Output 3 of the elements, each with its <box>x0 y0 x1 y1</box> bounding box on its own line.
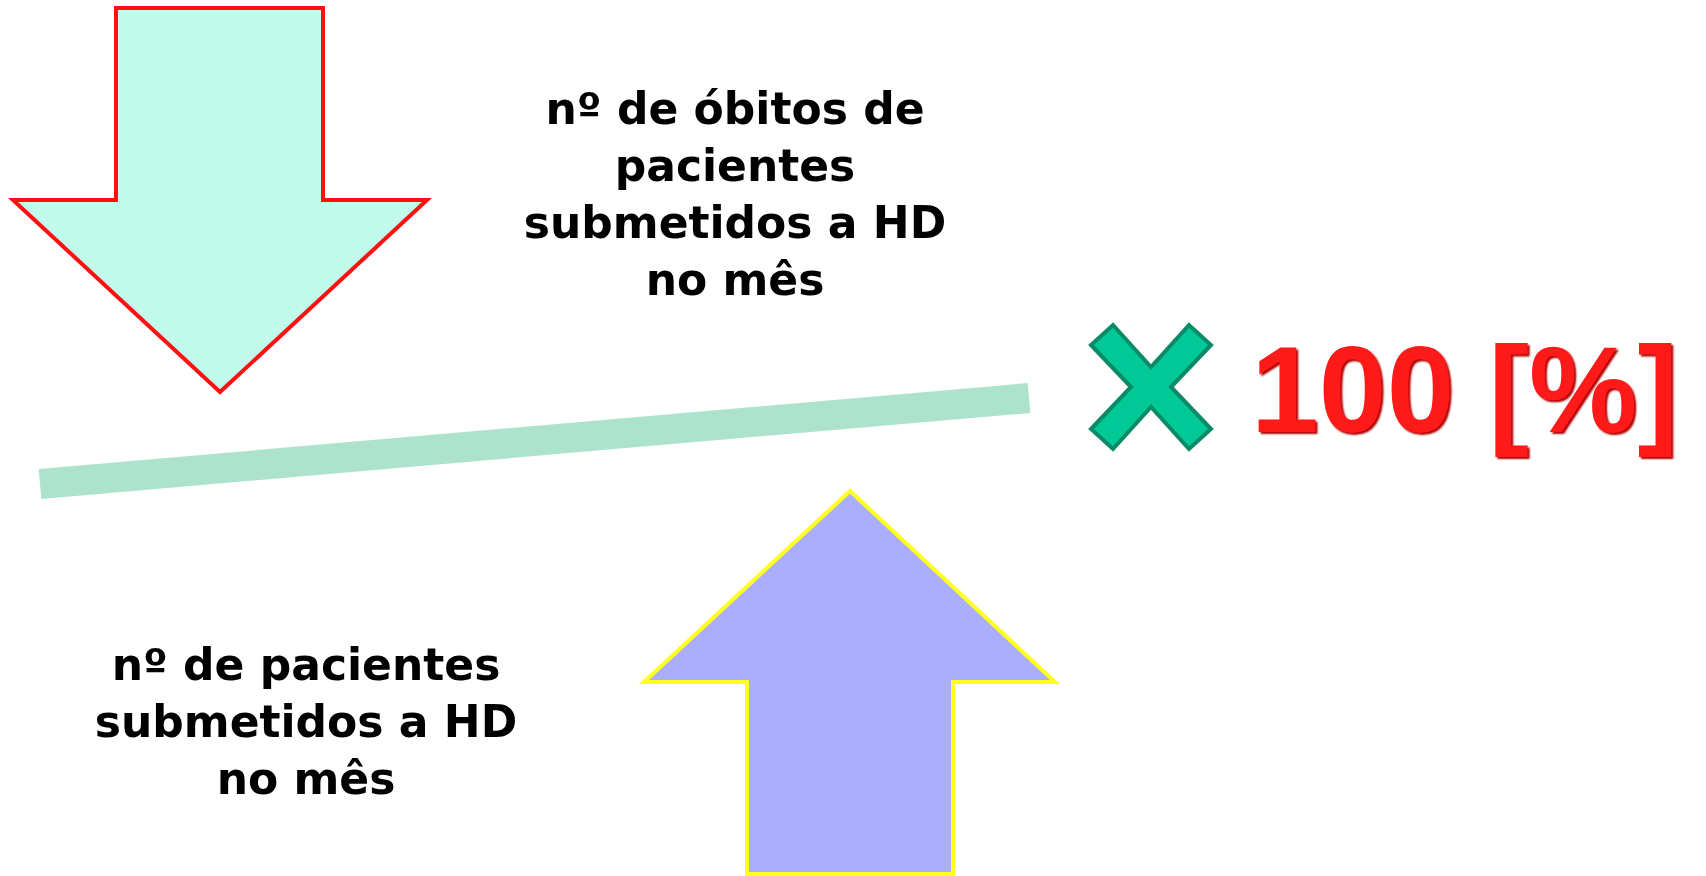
denominator-text: nº de pacientes submetidos a HD no mês <box>93 638 519 806</box>
result-text: 100 [%] <box>1251 325 1679 455</box>
numerator-text: nº de óbitos de pacientes submetidos a HD no mês <box>522 82 948 307</box>
